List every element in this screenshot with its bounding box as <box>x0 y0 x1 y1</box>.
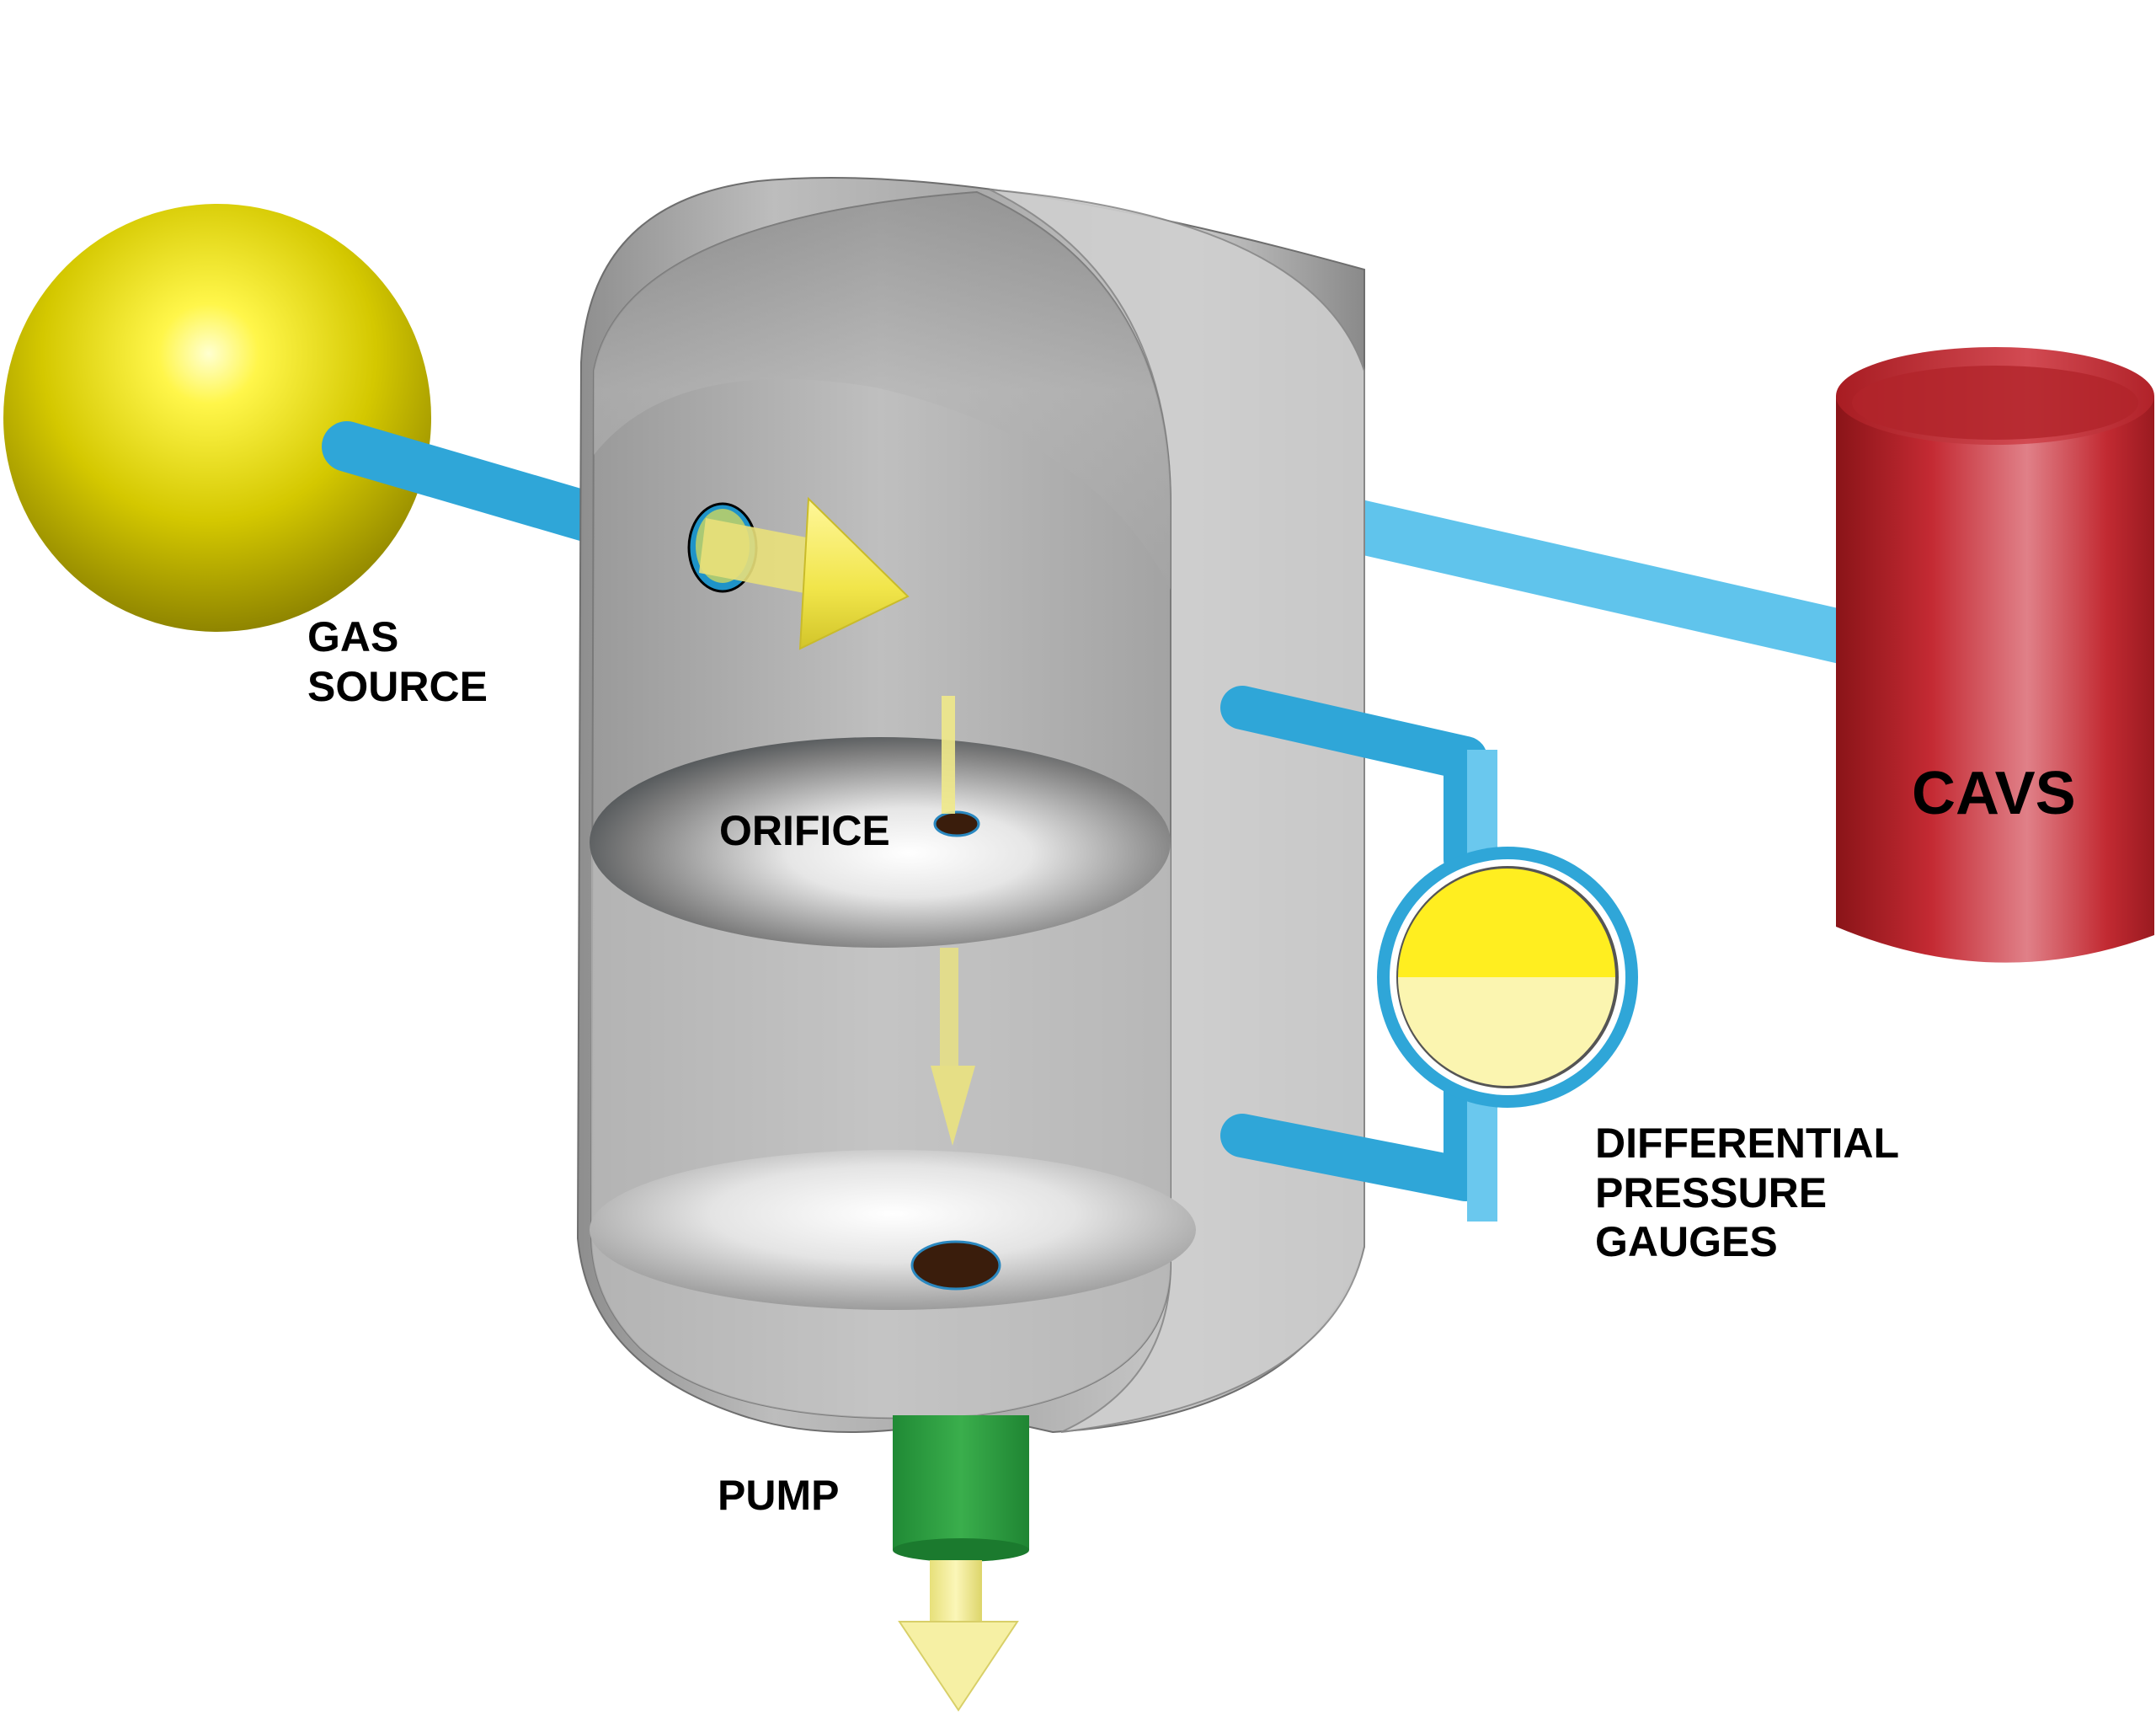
differential-pressure-gauges-label: DIFFERENTIAL PRESSURE GAUGES <box>1595 1119 1899 1267</box>
orifice-label: ORIFICE <box>719 806 890 856</box>
cavs-cylinder <box>1836 347 2154 963</box>
gas-source-label-line-2: SOURCE <box>307 662 488 712</box>
gas-source-label: GAS SOURCE <box>307 612 488 711</box>
gas-source-label-line-1: GAS <box>307 612 488 662</box>
pump <box>893 1415 1029 1562</box>
dpg-label-line-3: GAUGES <box>1595 1217 1899 1267</box>
pump-label: PUMP <box>718 1471 839 1521</box>
differential-pressure-gauge <box>1377 847 1638 1108</box>
cavs-label: CAVS <box>1912 758 2076 829</box>
pump-outflow-arrow-icon <box>899 1560 1017 1710</box>
flow-arrow-upper-icon <box>942 696 955 814</box>
gas-source-sphere <box>3 204 431 632</box>
pump-port-hole <box>912 1242 1000 1289</box>
dpg-label-line-1: DIFFERENTIAL <box>1595 1119 1899 1168</box>
orifice-hole <box>935 812 979 836</box>
dpg-label-line-2: PRESSURE <box>1595 1168 1899 1218</box>
pipe-cavs <box>1289 511 1857 640</box>
